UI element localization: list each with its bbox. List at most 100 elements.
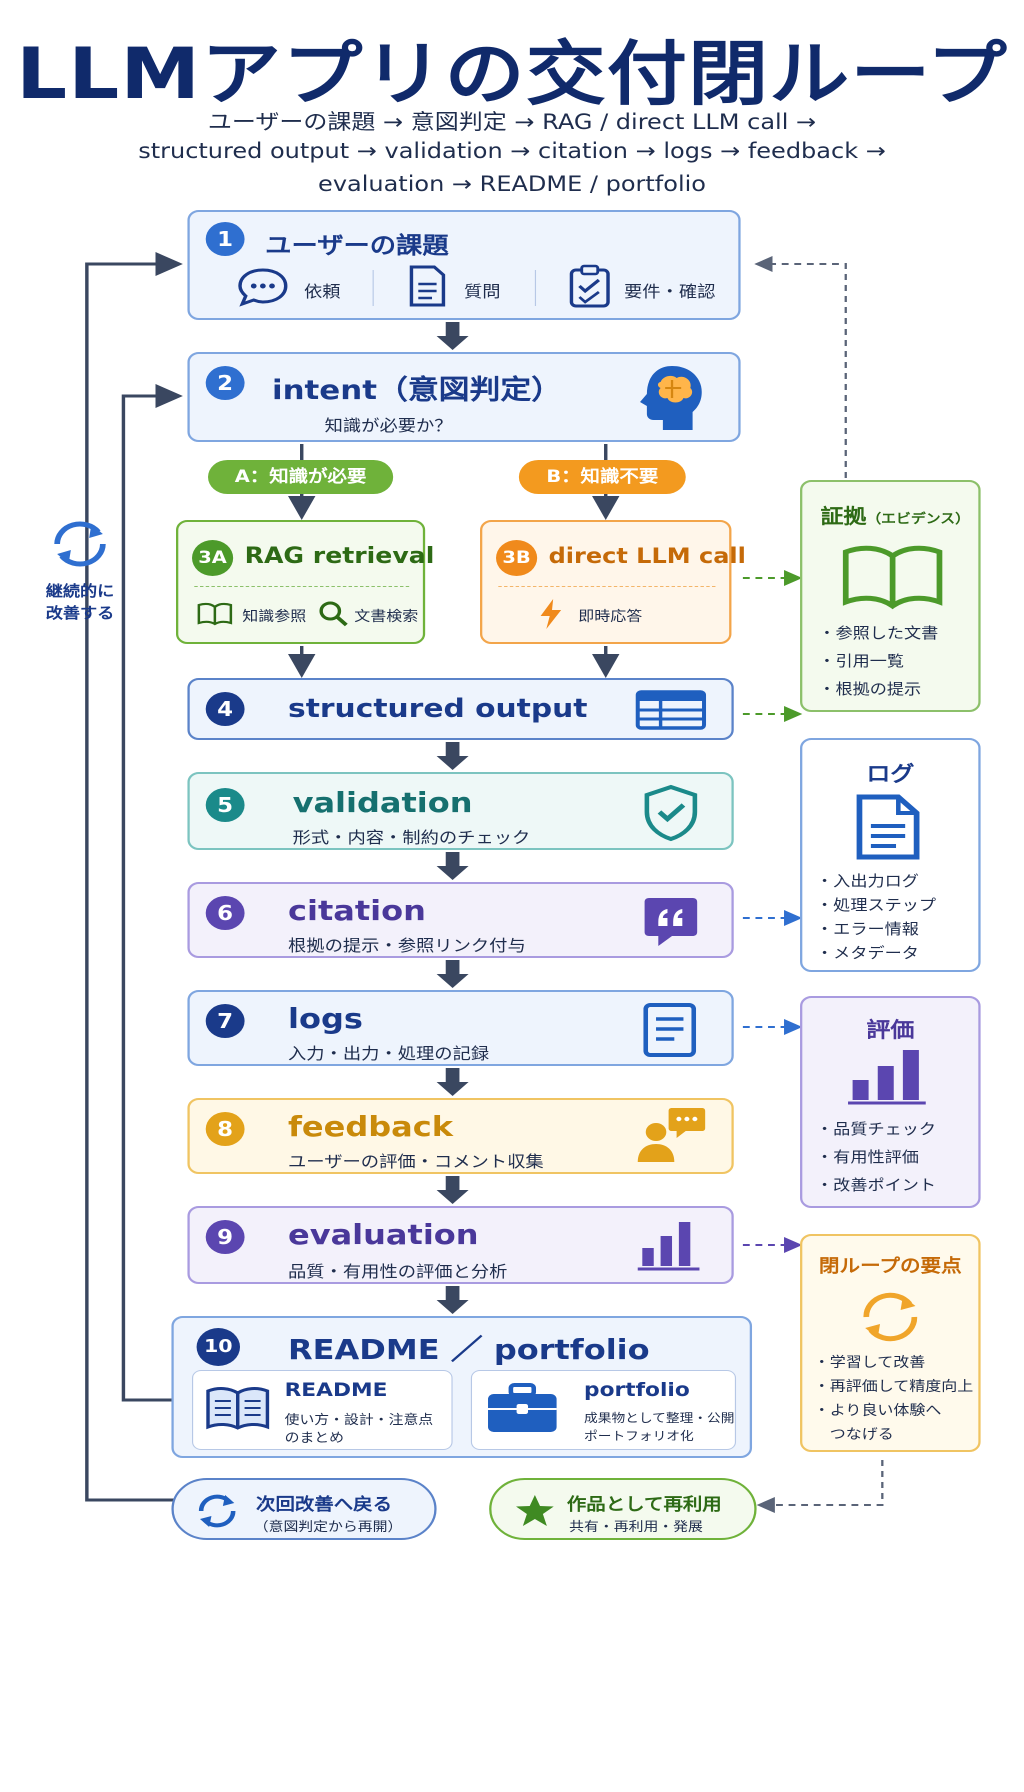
step-2-title: intent（意図判定） (272, 375, 563, 406)
readme-line-1: 使い方・設計・注意点 (284, 1413, 434, 1428)
open-book-icon (842, 545, 943, 610)
logs-item-3: ・エラー情報 (816, 920, 919, 938)
logs-panel: ログ ・入出力ログ ・処理ステップ ・エラー情報 ・メタデータ (800, 738, 981, 972)
loop-points-title: 閉ループの要点 (818, 1256, 962, 1277)
step-2-badge: 2 (205, 366, 245, 400)
step-3b-item-instant: 即時応答 (578, 609, 643, 625)
back-sub: （意図判定から再開） (253, 1520, 403, 1535)
eval-title: 評価 (866, 1018, 915, 1042)
reuse-title: 作品として再利用 (566, 1495, 722, 1515)
step-3b-box: 3B direct LLM call 即時応答 (480, 520, 746, 644)
step-4-box: 4 structured output (187, 678, 734, 740)
evidence-item-1: ・参照した文書 (818, 624, 939, 642)
bar-chart-icon (848, 1050, 926, 1105)
step-4-badge: 4 (205, 692, 245, 726)
page-title: LLMアプリの交付閉ループ (16, 33, 1008, 115)
eval-panel: 評価 ・品質チェック ・有用性評価 ・改善ポイント (800, 996, 981, 1208)
step-3a-box: 3A RAG retrieval 知識参照 文書検索 (176, 520, 434, 644)
step-3a-title: RAG retrieval (244, 544, 435, 569)
logs-title: ログ (866, 762, 915, 786)
search-icon (319, 601, 348, 627)
evidence-panel: 証拠（エビデンス） ・参照した文書 ・引用一覧 ・根拠の提示 (800, 480, 981, 712)
step-2-sub: 知識が必要か？ (324, 416, 453, 435)
step-7-box: 7 logs 入力・出力・処理の記録 (187, 990, 734, 1066)
quote-bubble-icon (644, 898, 698, 946)
step-1-item-question: 質問 (464, 282, 501, 301)
portfolio-card: portfolio 成果物として整理・公開 ポートフォリオ化 (470, 1370, 737, 1450)
subtitle-line-2: structured output → validation → citatio… (138, 139, 886, 163)
open-book-icon (206, 1387, 270, 1430)
divider (372, 270, 374, 306)
step-3a-badge: 3A (192, 540, 234, 576)
step-4-title: structured output (288, 694, 588, 724)
readme-title: README (284, 1379, 388, 1401)
evidence-item-3: ・根拠の提示 (818, 680, 922, 698)
step-7-sub: 入力・出力・処理の記録 (288, 1044, 490, 1063)
refresh-loop-icon (54, 521, 106, 567)
step-2-box: 2 intent（意図判定） 知識が必要か？ (187, 352, 741, 442)
loop-points-item-3: ・より良い体験へ (813, 1403, 942, 1419)
loop-label-line-1: 継続的に (45, 582, 115, 600)
step-1-item-confirm: 要件・確認 (624, 282, 716, 301)
step-10-box: 10 README ／ portfolio README 使い方・設計・注意点 … (171, 1316, 753, 1458)
portfolio-title: portfolio (584, 1379, 690, 1401)
loop-points-item-1: ・学習して改善 (813, 1355, 926, 1371)
readme-card: README 使い方・設計・注意点 のまとめ (192, 1370, 453, 1450)
step-3a-item-knowledge: 知識参照 (242, 609, 307, 625)
step-5-title: validation (292, 786, 473, 819)
document-icon (856, 794, 920, 860)
step-3b-badge: 3B (496, 540, 538, 576)
step-5-badge: 5 (205, 788, 245, 822)
step-9-sub: 品質・有用性の評価と分析 (288, 1262, 508, 1281)
step-1-box: 1 ユーザーの課題 依頼 質問 要件・確認 (187, 210, 741, 320)
back-title: 次回改善へ戻る (256, 1495, 393, 1515)
step-1-title: ユーザーの課題 (265, 233, 449, 259)
step-1-item-request: 依頼 (304, 282, 341, 301)
step-10-title: README ／ portfolio (288, 1333, 650, 1366)
logs-item-4: ・メタデータ (816, 944, 919, 962)
bar-chart-icon (637, 1222, 700, 1271)
readme-line-2: のまとめ (284, 1431, 345, 1446)
loop-points-item-4: つなげる (813, 1427, 894, 1443)
chat-bubble-icon (238, 268, 288, 307)
logs-item-1: ・入出力ログ (816, 872, 919, 890)
step-7-badge: 7 (205, 1004, 245, 1038)
evidence-title: 証拠（エビデンス） (821, 500, 970, 529)
evidence-item-2: ・引用一覧 (818, 652, 905, 670)
evidence-title-small: （エビデンス） (866, 512, 971, 527)
step-3b-title: direct LLM call (548, 544, 746, 568)
reuse-as-work-button[interactable]: 作品として再利用 共有・再利用・発展 (489, 1478, 757, 1540)
brain-head-icon (640, 366, 702, 430)
checklist-icon (569, 264, 610, 308)
subtitle-line-1: ユーザーの課題 → 意図判定 → RAG / direct LLM call → (207, 110, 817, 134)
portfolio-line-2: ポートフォリオ化 (584, 1429, 694, 1443)
divider (498, 586, 716, 587)
evidence-title-main: 証拠 (820, 504, 867, 528)
reuse-sub: 共有・再利用・発展 (569, 1520, 703, 1535)
eval-item-2: ・有用性評価 (816, 1148, 919, 1166)
log-document-icon (643, 1003, 697, 1057)
eval-item-3: ・改善ポイント (816, 1176, 937, 1194)
step-6-box: 6 citation 根拠の提示・参照リンク付与 (187, 882, 734, 958)
branch-a-label: A：知識が必要 (208, 460, 394, 494)
refresh-icon (198, 1494, 236, 1528)
back-to-improvement-button[interactable]: 次回改善へ戻る （意図判定から再開） (171, 1478, 437, 1540)
step-7-title: logs (288, 1002, 363, 1035)
document-icon (409, 265, 446, 307)
branch-b-label: B：知識不要 (518, 460, 686, 494)
step-3a-item-search: 文書検索 (354, 609, 419, 625)
step-8-sub: ユーザーの評価・コメント収集 (288, 1152, 544, 1171)
step-6-badge: 6 (205, 896, 245, 930)
divider (194, 586, 410, 587)
loop-label-line-2: 改善する (45, 604, 115, 622)
step-1-badge: 1 (205, 222, 245, 256)
step-9-box: 9 evaluation 品質・有用性の評価と分析 (187, 1206, 734, 1284)
step-9-badge: 9 (205, 1220, 245, 1254)
cycle-icon (863, 1292, 918, 1342)
loop-points-panel: 閉ループの要点 ・学習して改善 ・再評価して精度向上 ・より良い体験へ つなげる (800, 1234, 981, 1452)
book-icon (197, 602, 233, 626)
logs-item-2: ・処理ステップ (816, 896, 937, 914)
star-icon (516, 1495, 554, 1526)
